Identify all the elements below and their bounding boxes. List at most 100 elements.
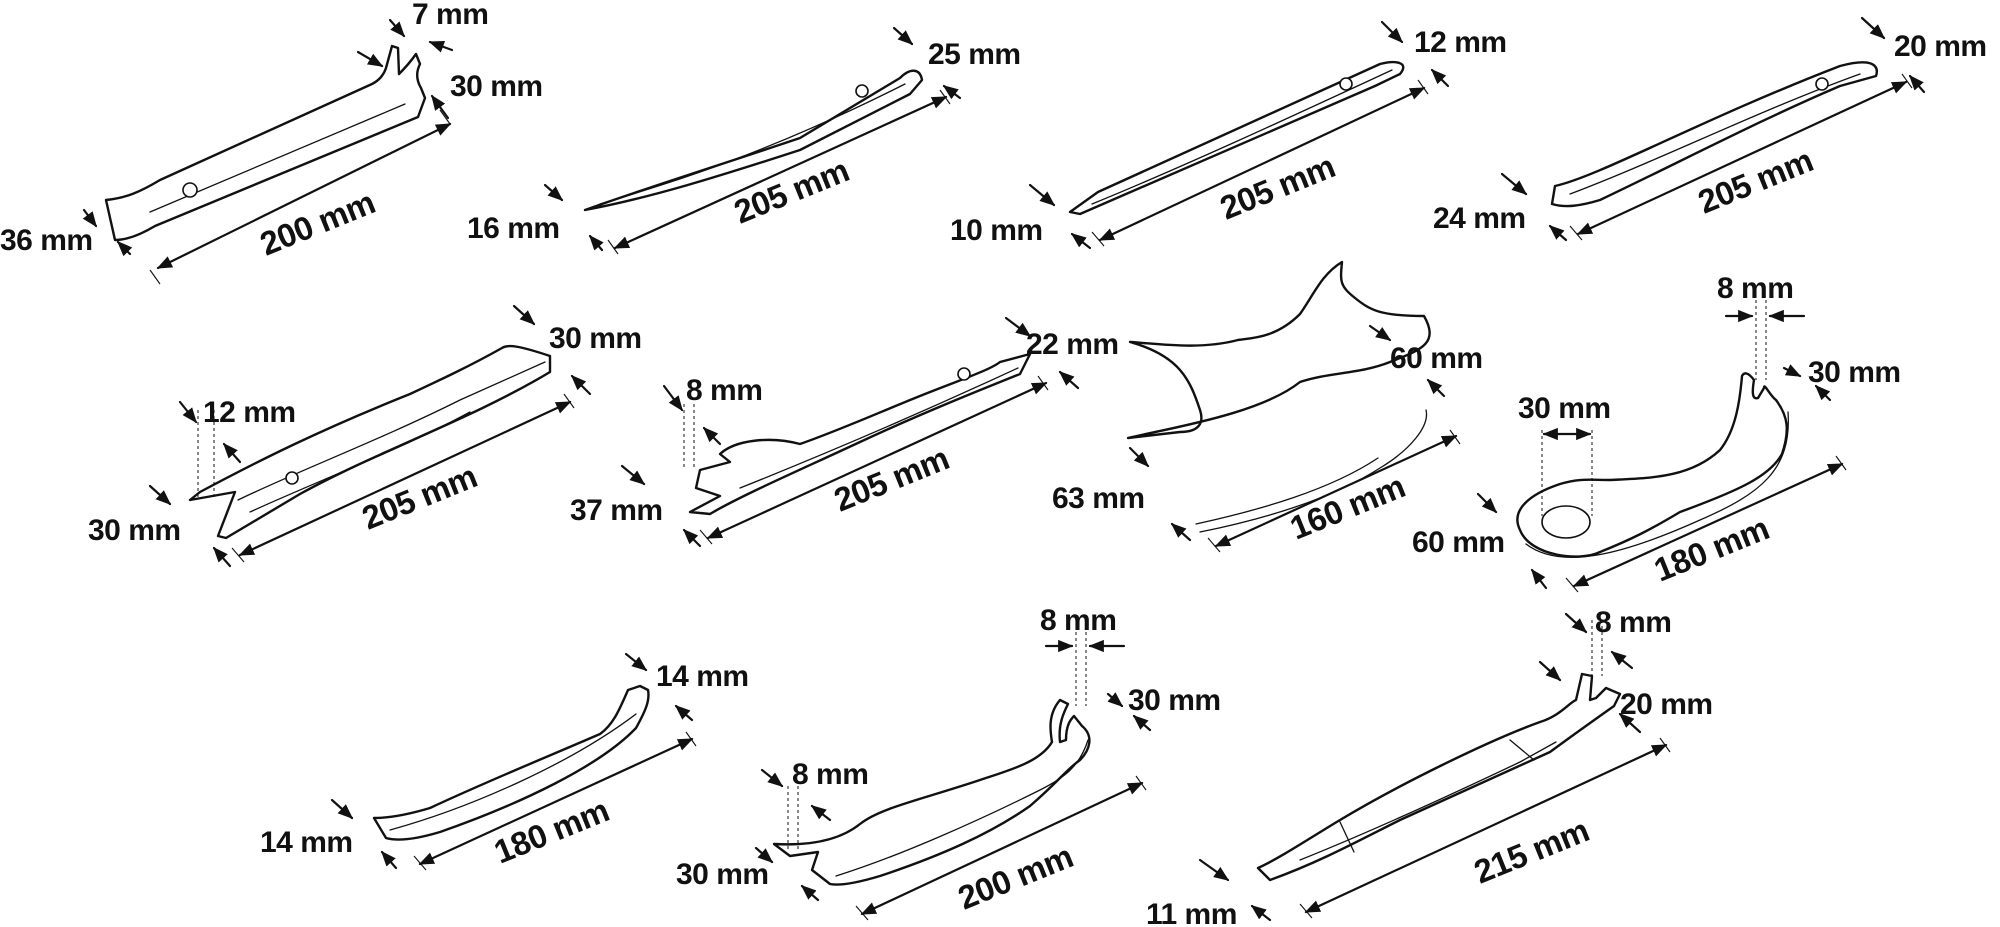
tool-10-tip-slot-arrow-a: [760, 768, 784, 788]
tool-9-tip-arrow-b: [380, 850, 398, 870]
tool-10-tip-slot-arrow-b: [810, 804, 832, 822]
tool-7-length-label: 160 mm: [1285, 467, 1410, 546]
tool-4-tip-arrow-b: [1548, 224, 1568, 242]
tool-1-fork-arrow-a: [356, 50, 384, 68]
tool-11-slot-label: 8 mm: [1595, 606, 1671, 639]
tool-1-slot-label: 7 mm: [412, 0, 488, 31]
tool-7-end-arrow-a: [1368, 324, 1392, 342]
tool-7-ext-a: [1207, 537, 1221, 553]
tool-3: 12 mm 10 mm 205 mm: [950, 20, 1507, 250]
tool-2-tip-arrow-b: [588, 234, 604, 252]
tool-10: 8 mm 30 mm 8 mm 30 mm 200 mm: [676, 604, 1221, 921]
tool-11-slot-arrow-a: [1564, 612, 1588, 634]
tool-2-ext-a: [607, 239, 619, 255]
tool-8-length-line: [1572, 462, 1844, 588]
tool-8-end-arrow-a: [1476, 492, 1498, 514]
tool-2-end-label: 25 mm: [928, 38, 1021, 71]
tool-8-end-label: 60 mm: [1412, 526, 1505, 559]
tool-10-fork-arrow-b: [1132, 714, 1152, 732]
tool-6-slot-label: 8 mm: [686, 374, 762, 407]
tool-5-length-line: [238, 400, 572, 557]
tool-10-slot-label: 8 mm: [1040, 604, 1116, 637]
tool-5-hole: [285, 471, 299, 485]
tool-11-tip-label: 11 mm: [1146, 898, 1237, 927]
tool-11-fork-arrow-a: [1538, 660, 1562, 682]
tool-8-ring-hole: [1541, 505, 1591, 539]
tool-1-length-label: 200 mm: [255, 183, 380, 262]
tool-9: 14 mm 14 mm 180 mm: [260, 652, 749, 870]
tool-3-ext-b: [1417, 79, 1429, 95]
tool-5-tip-arrow-b: [212, 546, 232, 568]
tool-6-tip-label: 37 mm: [570, 494, 663, 527]
tool-3-length-line: [1098, 86, 1426, 242]
tool-11: 8 mm 20 mm 11 mm 215 mm: [1146, 606, 1713, 927]
tool-7-tip-arrow-a: [1128, 446, 1150, 468]
tool-1-ext-a: [149, 269, 161, 285]
tool-4-hole: [1815, 77, 1829, 91]
tool-9-tip-label: 14 mm: [260, 826, 353, 859]
tool-10-fork-label: 30 mm: [1128, 684, 1221, 717]
tool-4-end-label: 20 mm: [1894, 30, 1987, 63]
tool-8-ext-b: [1835, 455, 1847, 471]
tool-6-slot-arrow-a: [662, 384, 684, 412]
tool-4-length-label: 205 mm: [1693, 141, 1818, 220]
tool-3-tip-arrow-b: [1070, 232, 1092, 250]
tool-11-length-label: 215 mm: [1469, 811, 1594, 890]
tool-6-tip-arrow-a: [620, 464, 646, 486]
tool-8-fork-label: 30 mm: [1808, 356, 1901, 389]
tool-2-length-line: [613, 95, 948, 250]
tool-8-ext-a: [1565, 577, 1579, 593]
tool-7-tip-arrow-b: [1170, 522, 1192, 542]
tool-7-length-line: [1214, 434, 1458, 548]
tool-8-fork-arrow-a: [1782, 364, 1802, 378]
tool-11-tip-arrow-b: [1250, 904, 1272, 922]
tool-2-tip-label: 16 mm: [467, 212, 560, 245]
tool-1-length-line: [156, 122, 452, 270]
tool-1-slot-arrow-b: [428, 40, 454, 53]
tool-1-end-label: 36 mm: [0, 224, 93, 257]
tool-10-tip-arrow-a: [754, 846, 774, 864]
tool-6-ext-a: [699, 529, 713, 545]
tool-3-end-arrow-a: [1380, 20, 1404, 44]
tool-2-hole: [855, 84, 869, 98]
tool-4-end-arrow-a: [1860, 16, 1886, 40]
tool-11-fork-label: 20 mm: [1620, 688, 1713, 721]
tool-5-ext-a: [231, 547, 245, 563]
tool-6-length-label: 205 mm: [829, 439, 954, 518]
tool-3-ext-a: [1091, 231, 1105, 247]
tool-9-end-arrow-a: [624, 652, 648, 672]
tool-8-ring-label: 30 mm: [1518, 392, 1611, 425]
tool-4-end-arrow-b: [1908, 74, 1926, 94]
tool-4-tip-label: 24 mm: [1433, 202, 1526, 235]
tool-4-length-line: [1576, 80, 1908, 236]
tool-3-hole: [1339, 77, 1353, 91]
tool-8: 8 mm 30 mm 30 mm 60 mm 180 mm: [1412, 272, 1901, 593]
tool-1-fork-arrow-b: [430, 94, 450, 120]
tool-5: 30 mm 12 mm 30 mm 205 mm: [88, 304, 642, 568]
tool-11-slot-arrow-b: [1610, 650, 1634, 670]
tool-3-length-label: 205 mm: [1215, 147, 1340, 226]
tool-5-slot-label: 12 mm: [203, 396, 296, 429]
tool-10-tip-arrow-b: [800, 884, 820, 902]
tool-2-end-arrow-b: [942, 84, 962, 100]
tool-7: 60 mm 63 mm 160 mm: [1052, 260, 1483, 553]
tool-1-end-arrow-a: [82, 208, 98, 228]
tool-1-hole: [182, 182, 198, 198]
tool-7-outline: [1126, 260, 1431, 440]
tool-1-ext-b: [439, 109, 451, 125]
tool-11-tip-arrow-a: [1198, 858, 1230, 882]
tool-9-end-arrow-b: [674, 704, 694, 722]
tool-1-fork-label: 30 mm: [450, 70, 543, 103]
tool-10-tip-label: 30 mm: [676, 858, 769, 891]
tool-2-end-arrow-a: [892, 26, 914, 46]
tool-5-tip-arrow-a: [148, 484, 172, 506]
tool-5-length-label: 205 mm: [357, 457, 482, 536]
tool-10-tip-slot-label: 8 mm: [792, 758, 868, 791]
tool-9-length-line: [418, 737, 694, 866]
tool-5-ext-b: [563, 393, 575, 409]
tool-5-end-arrow-b: [570, 374, 592, 396]
tool-7-end-arrow-b: [1426, 378, 1446, 398]
tool-5-end-label: 30 mm: [549, 322, 642, 355]
tool-6-length-line: [706, 381, 1048, 540]
